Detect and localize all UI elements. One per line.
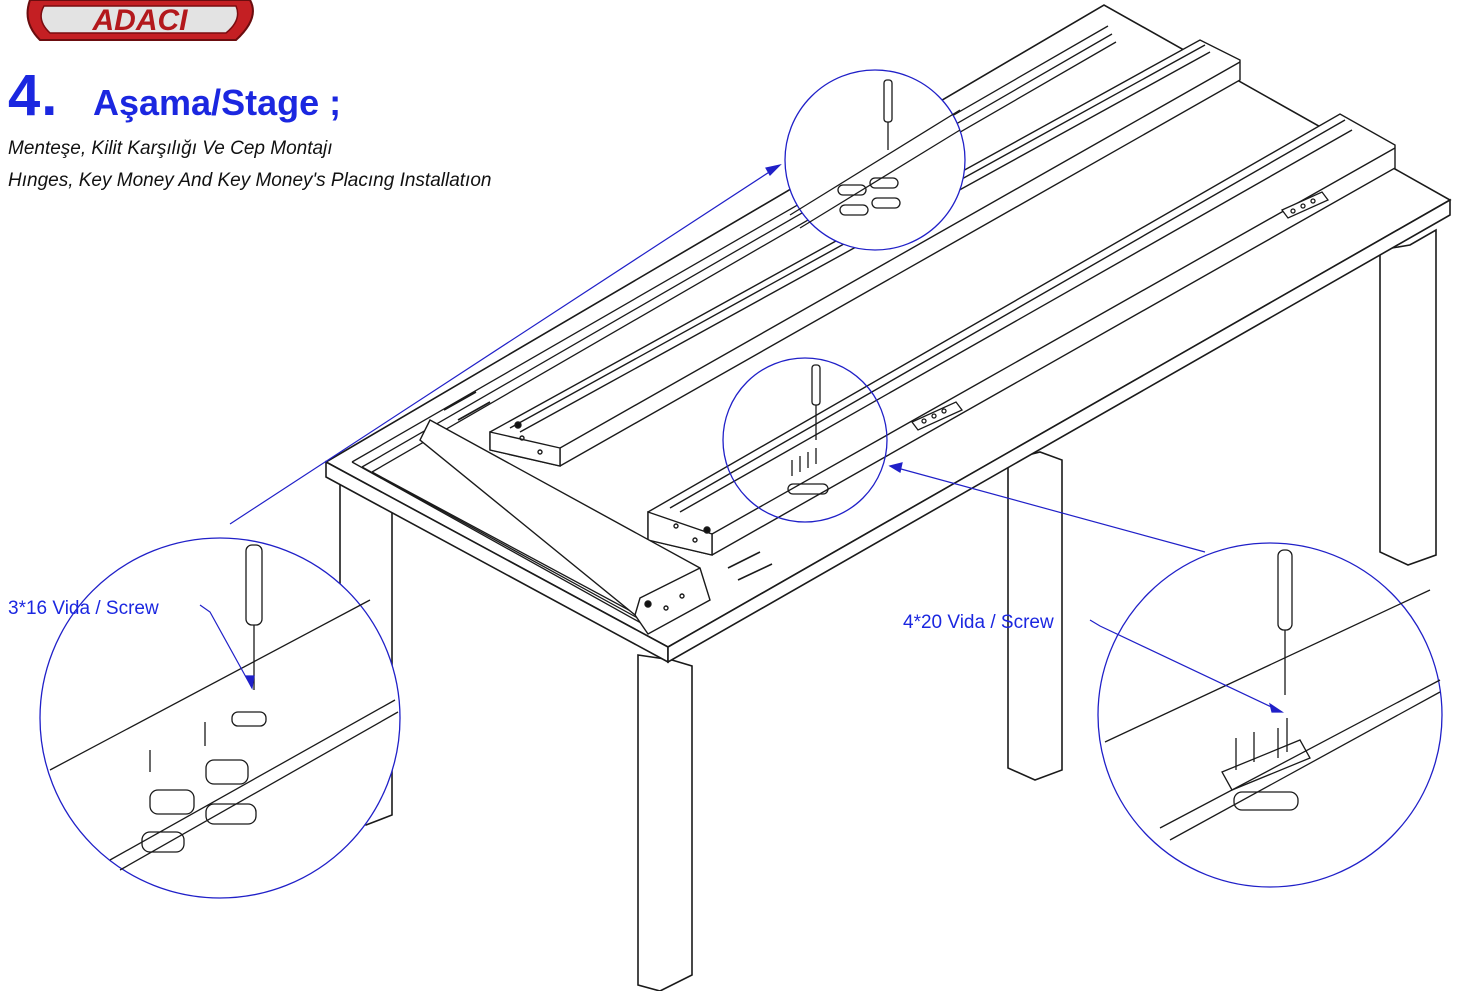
hinge-right-upper [1280, 191, 1330, 219]
profile-lower [647, 113, 1396, 556]
subtitle-english: Hınges, Key Money And Key Money's Placın… [8, 170, 492, 191]
step-number: 4 [8, 63, 42, 128]
detail-circle-top [784, 69, 966, 251]
brand-logo: ADACI [26, 0, 254, 41]
step-title: Aşama/Stage ; [93, 82, 342, 123]
door-panel [351, 25, 1117, 629]
leader-lines [199, 163, 1284, 713]
subtitle-turkish: Menteşe, Kilit Karşılığı Ve Cep Montajı [8, 138, 333, 159]
detail-circle-bottom-right [1097, 542, 1443, 888]
detail-circle-bottom-left-content [49, 544, 399, 871]
step-separator: . [41, 63, 58, 128]
callout-screw-3x16: 3*16 Vida / Screw [8, 598, 159, 619]
detail-circle-middle-content [787, 364, 829, 495]
detail-circle-bottom-left [39, 537, 401, 899]
loose-screws [443, 391, 773, 581]
leg-middle [1007, 451, 1063, 781]
table-top [324, 4, 1452, 664]
step-header: 4. Aşama/Stage ; [8, 62, 341, 129]
profile-left-end [419, 419, 711, 635]
leg-back-right [1379, 228, 1437, 566]
detail-circle-top-content [789, 79, 961, 229]
detail-circle-middle [722, 357, 888, 523]
detail-circle-bottom-right-content [1104, 549, 1441, 841]
table-top-right-edge [667, 198, 1451, 664]
hinge-right-middle [910, 401, 964, 431]
leg-front-left [637, 654, 693, 991]
svg-text:ADACI: ADACI [92, 4, 189, 37]
callout-screw-4x20: 4*20 Vida / Screw [903, 612, 1054, 633]
